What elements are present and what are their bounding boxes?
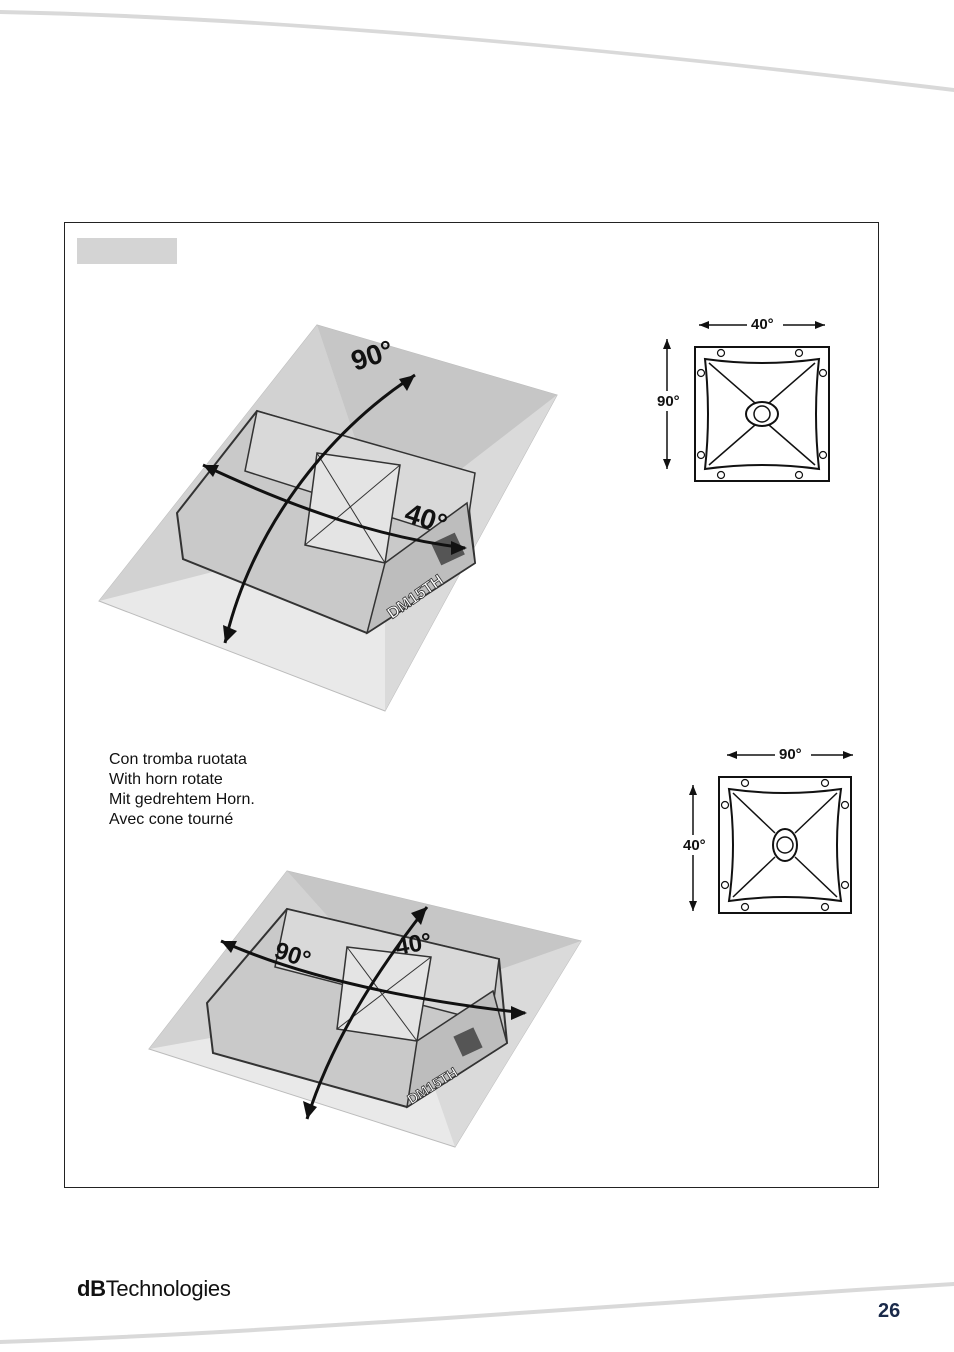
caption-french: Avec cone tourné [109,811,234,828]
footer-swoosh [0,1282,954,1344]
brand-logo: dBTechnologies [77,1276,231,1302]
page-number: 26 [878,1300,901,1322]
header-swoosh [0,10,954,92]
horn-front-view-top: 40° 90° [653,314,830,482]
figure-label-placeholder [77,238,177,264]
brand-logo-bold: dB [77,1276,106,1301]
horn-front-view-bottom: 90° 40° [679,744,853,914]
speaker-dispersion-top: DM15TH 90° 40° [98,324,558,712]
caption-italian: Con tromba ruotata [109,751,247,768]
angle-label-40-bottom: 40° [393,928,433,961]
horn-height-label-bottom: 40° [683,837,706,854]
rotated-horn-caption: Con tromba ruotata With horn rotate Mit … [109,750,255,830]
figure-frame: DM15TH 90° 40° 40° 90° [64,222,879,1188]
horn-width-label-bottom: 90° [779,746,802,763]
horn-width-label-top: 40° [751,316,774,333]
caption-english: With horn rotate [109,771,223,788]
brand-logo-text: Technologies [105,1276,231,1301]
caption-german: Mit gedrehtem Horn. [109,791,255,808]
speaker-dispersion-bottom: DM15TH 90° 40° [148,870,582,1148]
horn-height-label-top: 90° [657,393,680,410]
